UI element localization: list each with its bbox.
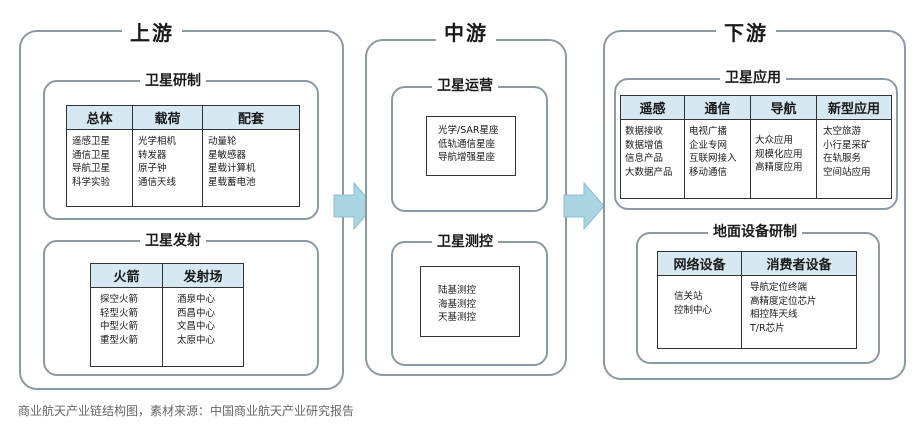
column-consumer-equipment: 消费者设备 导航定位终端 高精度定位芯片 相控阵天线 T/R芯片: [742, 252, 856, 348]
list-item: 海基测控: [438, 298, 477, 310]
column-remote-sensing: 遥感 数据接收 数据增值 信息产品 大数据产品: [621, 96, 685, 198]
ground-equipment-table: 网络设备 信关站 控制中心 消费者设备 导航定位终端 高精度定位芯片 相控阵天线…: [657, 251, 857, 349]
list-item: 轻型火箭: [100, 307, 139, 319]
list-item: 相控阵天线: [750, 309, 798, 320]
list-item: 天基测控: [438, 312, 477, 323]
list-item: 西昌中心: [177, 307, 216, 319]
list-item: 太空旅游: [823, 126, 862, 137]
list-item: 电视广播: [689, 126, 728, 137]
flow-arrow-icon: [333, 181, 375, 231]
column-communication: 通信 电视广播 企业专网 互联网接入 移动通信: [685, 96, 751, 198]
satellite-ops-list: 光学/SAR星座 低轨通信星座 导航增强星座: [438, 124, 499, 165]
column-header: 发射场: [163, 264, 243, 288]
satellite-app-table: 遥感 数据接收 数据增值 信息产品 大数据产品 通信 电视广播 企业专网 互联网…: [620, 95, 892, 199]
column-launch-site: 发射场 酒泉中心 西昌中心 文昌中心 太原中心: [163, 264, 243, 366]
column-navigation: 导航 大众应用 规模化应用 高精度应用: [751, 96, 817, 198]
list-item: 光学相机: [138, 136, 177, 147]
satellite-launch-table: 火箭 探空火箭 轻型火箭 中型火箭 重型火箭 发射场 酒泉中心 西昌中心 文昌中…: [90, 263, 244, 367]
list-item: 转发器: [138, 149, 167, 161]
satellite-ttc-list: 陆基测控 海基测控 天基测控: [438, 284, 476, 325]
list-item: 通信卫星: [72, 149, 111, 161]
list-item: 光学/SAR星座: [438, 125, 499, 136]
satellite-ttc-title: 卫星测控: [432, 231, 498, 251]
column-supporting: 配套 动量轮 星敏感器 星载计算机 星载蓄电池: [203, 106, 299, 206]
list-item: 高精度定位芯片: [750, 295, 817, 307]
list-item: 数据接收: [625, 126, 664, 137]
satellite-rd-title: 卫星研制: [140, 70, 206, 90]
list-item: 重型火箭: [100, 334, 139, 346]
list-item: 信息产品: [625, 153, 664, 164]
column-header: 遥感: [621, 96, 684, 120]
column-new-applications: 新型应用 太空旅游 小行星采矿 在轨服务 空间站应用: [817, 96, 891, 198]
list-item: 互联网接入: [689, 153, 737, 164]
list-item: 空间站应用: [823, 166, 871, 178]
list-item: 动量轮: [208, 136, 237, 147]
column-header: 消费者设备: [742, 252, 856, 276]
list-item: 星载计算机: [208, 163, 256, 174]
column-overall: 总体 遥感卫星 通信卫星 导航卫星 科学实验: [67, 106, 133, 206]
figure-caption: 商业航天产业链结构图，素材来源：中国商业航天产业研究报告: [18, 404, 355, 418]
list-item: T/R芯片: [750, 322, 785, 334]
list-item: 通信天线: [138, 176, 177, 188]
list-item: 大数据产品: [625, 166, 673, 178]
list-item: 小行星采矿: [823, 139, 871, 151]
list-item: 低轨通信星座: [438, 138, 496, 150]
column-header: 网络设备: [658, 252, 741, 276]
list-item: 酒泉中心: [177, 294, 216, 305]
satellite-launch-title: 卫星发射: [140, 230, 206, 250]
flow-arrow-icon: [563, 181, 605, 231]
list-item: 太原中心: [177, 334, 216, 346]
list-item: 导航增强星座: [438, 152, 496, 163]
list-item: 高精度应用: [755, 162, 803, 173]
column-header: 导航: [751, 96, 816, 120]
satellite-rd-table: 总体 遥感卫星 通信卫星 导航卫星 科学实验 载荷 光学相机 转发器 原子钟 通…: [66, 105, 300, 207]
satellite-ops-box: [426, 116, 516, 176]
upstream-title: 上游: [122, 17, 182, 46]
ground-equipment-title: 地面设备研制: [708, 221, 802, 241]
list-item: 星载蓄电池: [208, 176, 256, 188]
list-item: 陆基测控: [438, 285, 477, 296]
downstream-title: 下游: [716, 17, 776, 46]
satellite-ops-title: 卫星运营: [432, 75, 498, 95]
list-item: 中型火箭: [100, 321, 139, 332]
list-item: 信关站: [674, 291, 703, 302]
column-rocket: 火箭 探空火箭 轻型火箭 中型火箭 重型火箭: [91, 264, 163, 366]
list-item: 规模化应用: [755, 148, 803, 160]
column-header: 通信: [685, 96, 750, 120]
list-item: 大众应用: [755, 135, 794, 146]
list-item: 控制中心: [674, 304, 713, 316]
column-header: 总体: [67, 106, 132, 130]
list-item: 企业专网: [689, 139, 728, 151]
column-header: 载荷: [133, 106, 202, 130]
list-item: 科学实验: [72, 176, 111, 188]
list-item: 导航卫星: [72, 163, 111, 174]
list-item: 移动通信: [689, 166, 728, 178]
list-item: 在轨服务: [823, 153, 862, 164]
list-item: 数据增值: [625, 139, 664, 151]
satellite-app-title: 卫星应用: [720, 67, 786, 87]
list-item: 导航定位终端: [750, 282, 808, 293]
list-item: 探空火箭: [100, 294, 139, 305]
column-network-equipment: 网络设备 信关站 控制中心: [658, 252, 742, 348]
list-item: 文昌中心: [177, 321, 216, 332]
column-header: 配套: [203, 106, 299, 130]
column-header: 火箭: [91, 264, 162, 288]
satellite-ttc-box: [420, 266, 520, 337]
list-item: 原子钟: [138, 163, 167, 174]
list-item: 遥感卫星: [72, 136, 111, 147]
midstream-title: 中游: [436, 17, 496, 46]
column-payload: 载荷 光学相机 转发器 原子钟 通信天线: [133, 106, 203, 206]
list-item: 星敏感器: [208, 149, 247, 161]
column-header: 新型应用: [817, 96, 891, 120]
